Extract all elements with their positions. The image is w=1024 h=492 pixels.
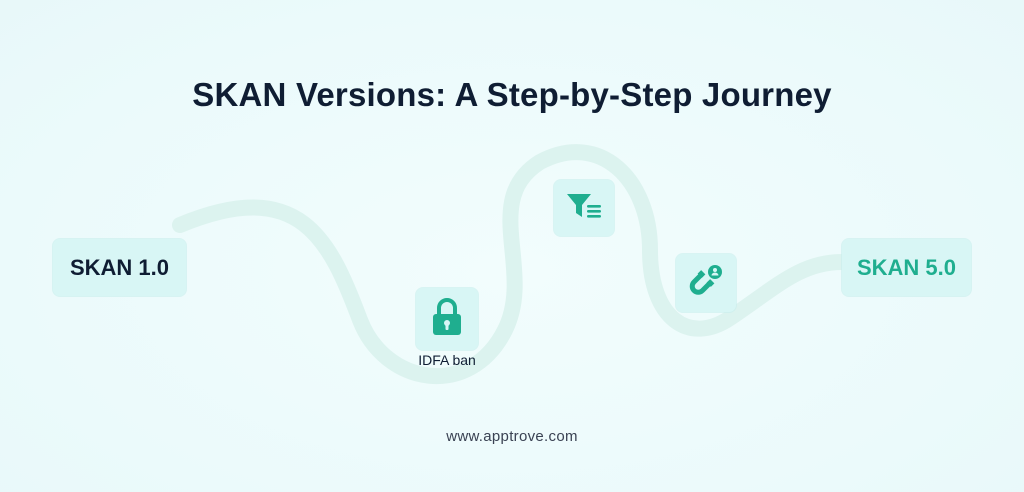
skan-1-node: SKAN 1.0	[53, 239, 186, 296]
page-title: SKAN Versions: A Step-by-Step Journey	[192, 76, 832, 113]
idfa-ban-caption: IDFA ban	[418, 352, 476, 368]
skan-5-label: SKAN 5.0	[856, 254, 957, 280]
skan-1-label: SKAN 1.0	[69, 254, 170, 280]
magnet-user-icon	[688, 264, 724, 303]
filter-node	[554, 180, 614, 236]
filter-funnel-icon	[565, 191, 603, 226]
idfa-ban-node	[416, 288, 478, 350]
footer-url: www.apptrove.com	[446, 428, 578, 445]
acquisition-node	[676, 254, 736, 312]
skan-5-node: SKAN 5.0	[842, 239, 971, 296]
lock-icon	[430, 297, 464, 342]
journey-curve	[172, 144, 850, 384]
